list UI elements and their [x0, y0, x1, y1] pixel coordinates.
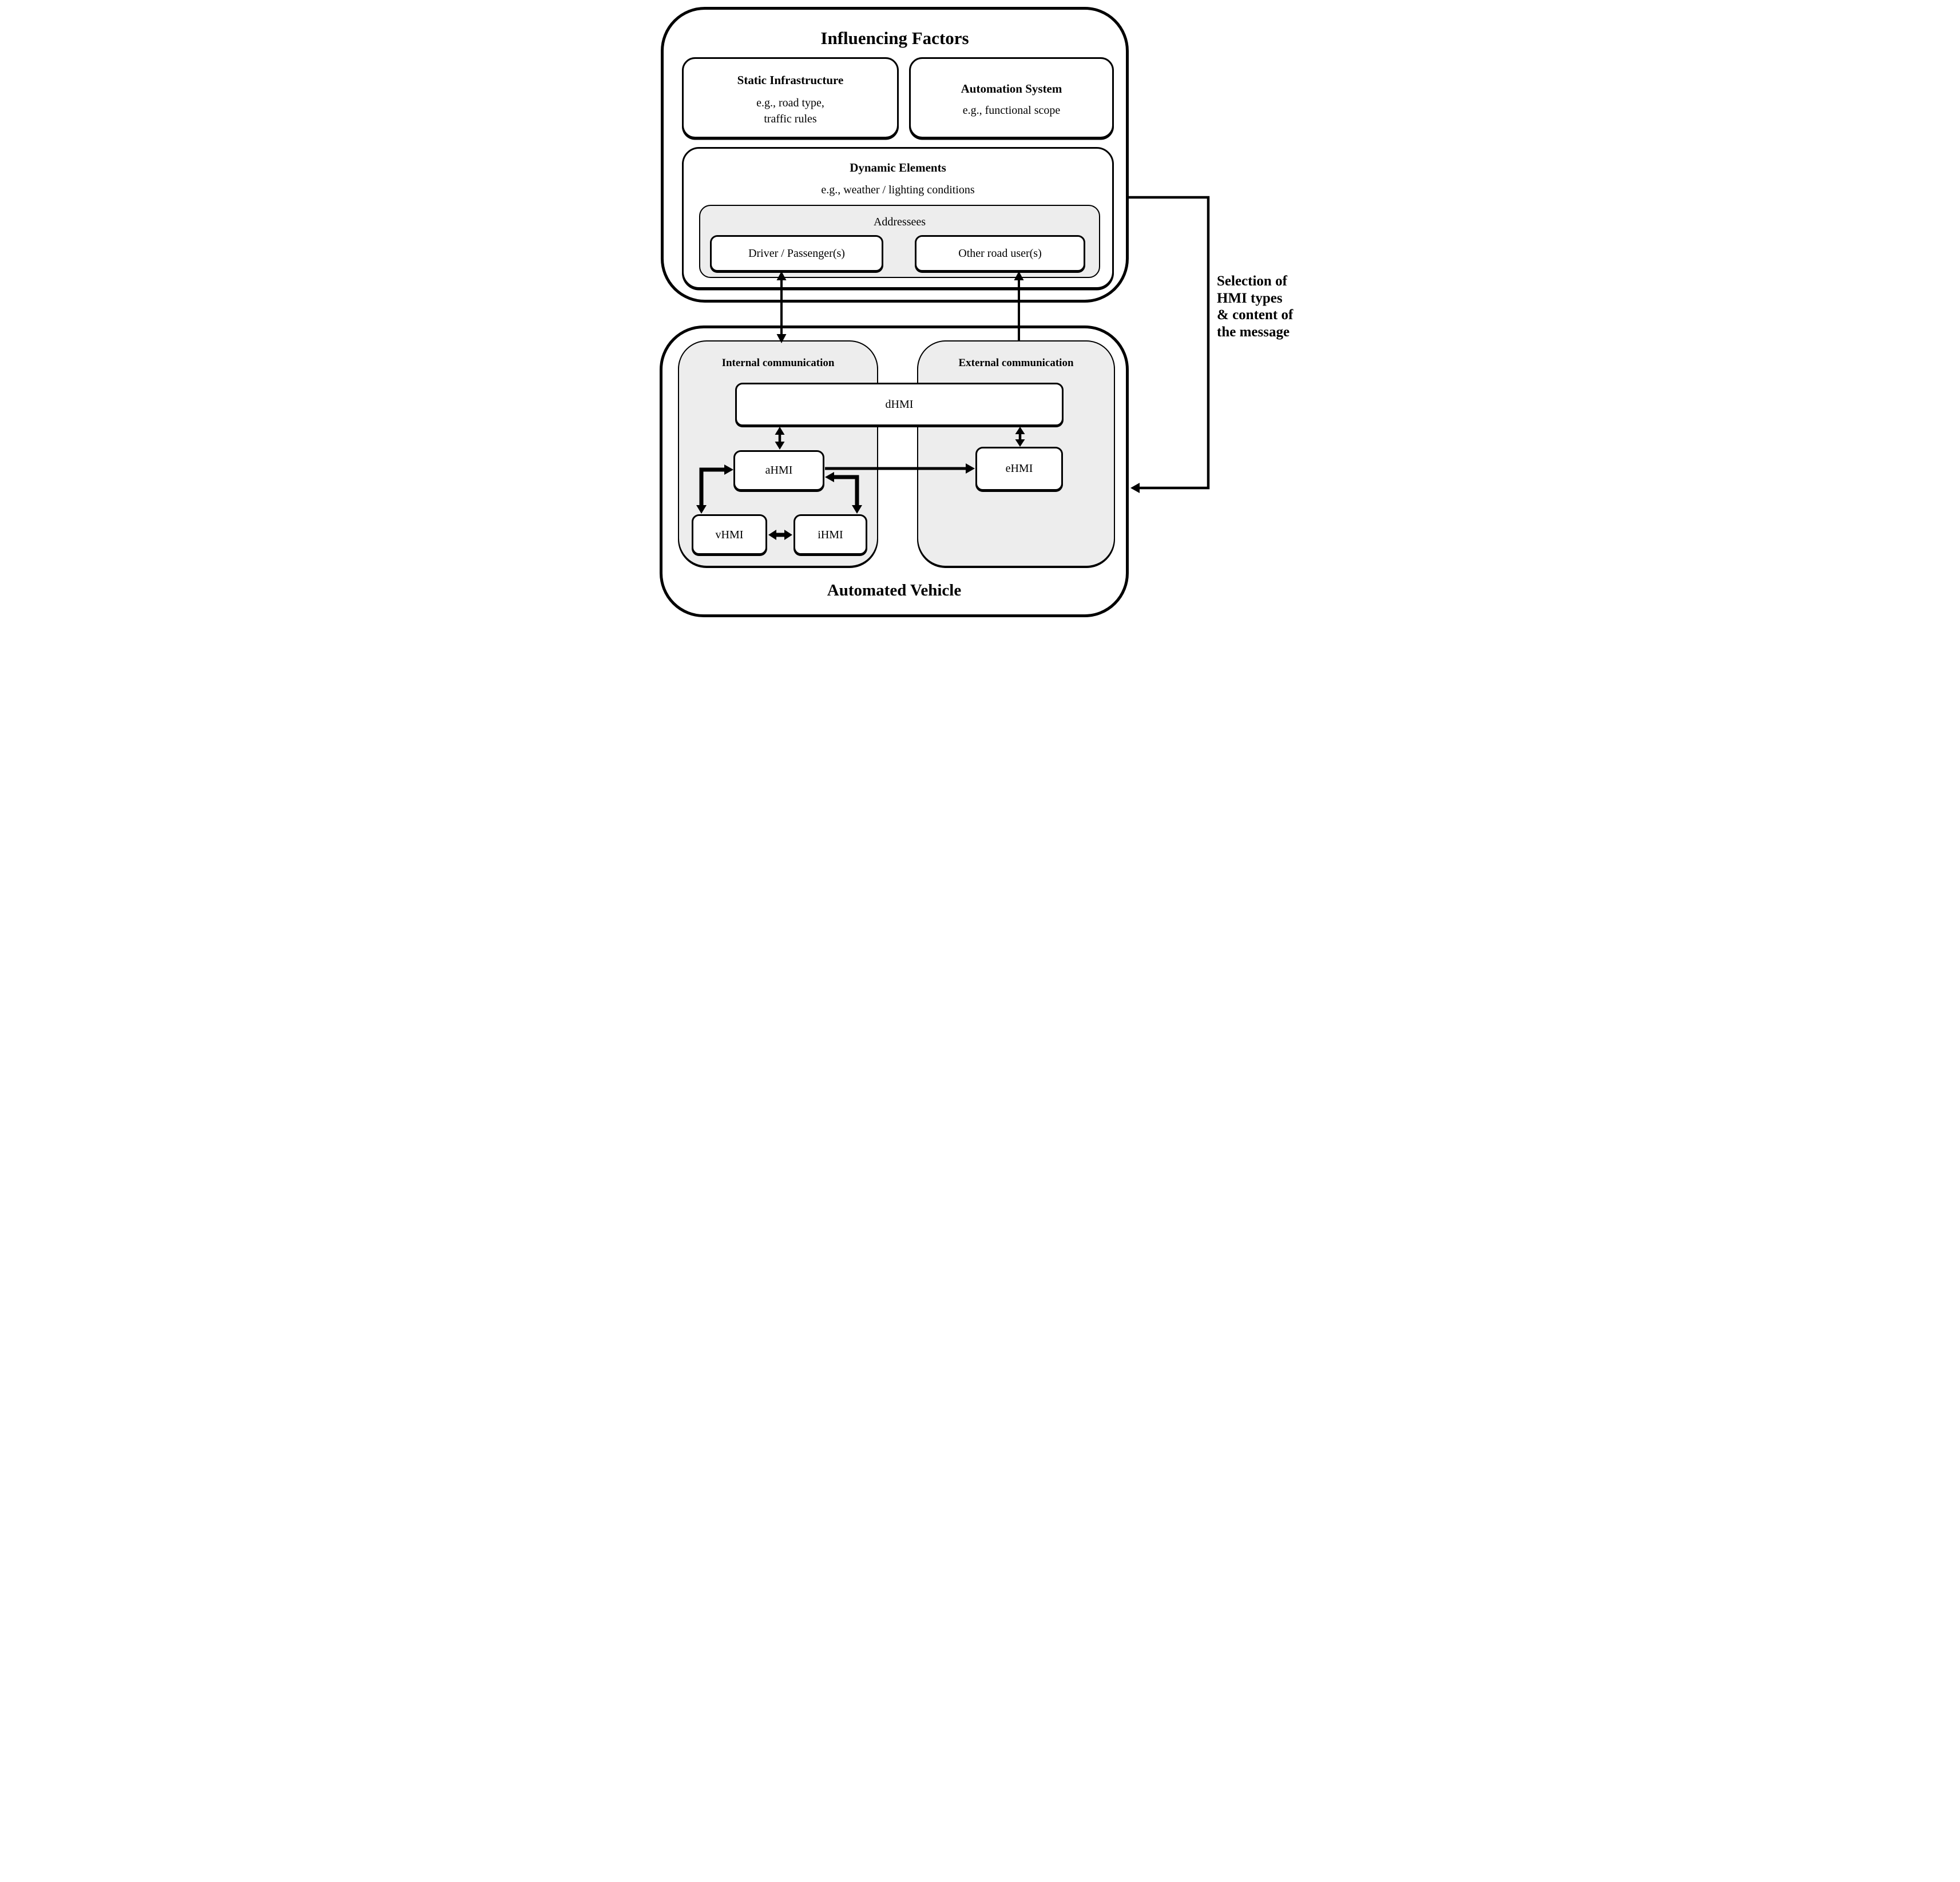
automation-system-box	[909, 57, 1114, 138]
automation-system-example-line1: e.g., functional scope	[962, 104, 1061, 117]
arrow-dhmi-ehmi	[1015, 427, 1025, 447]
external-communication-title: External communication	[958, 357, 1074, 369]
automated-vehicle-title: Automated Vehicle	[827, 581, 962, 599]
selection-note: Selection of HMI types & content of the …	[1217, 273, 1293, 340]
selection-note-line2: HMI types	[1217, 290, 1283, 306]
other-road-users-label: Other road user(s)	[958, 247, 1042, 260]
vhmi-label: vHMI	[715, 529, 744, 541]
arrow-driver-internal	[776, 271, 787, 343]
diagram-canvas: Influencing Factors Static Infrastructur…	[653, 0, 1307, 628]
dynamic-elements-example-line1: e.g., weather / lighting conditions	[821, 184, 975, 196]
arrow-external-other-road-user	[1014, 271, 1024, 342]
dynamic-elements-title: Dynamic Elements	[850, 161, 946, 174]
ahmi-label: aHMI	[765, 464, 793, 477]
automation-system-title: Automation System	[961, 82, 1062, 96]
other-road-users-box	[915, 235, 1085, 272]
arrows-overlay	[696, 196, 1210, 540]
selection-note-line1: Selection of	[1217, 273, 1287, 289]
arrow-ahmi-vhmi	[696, 464, 733, 514]
static-infrastructure-example-line2: traffic rules	[764, 113, 817, 125]
arrow-dhmi-ahmi	[775, 427, 785, 450]
dhmi-box	[735, 383, 1064, 426]
addressees-title: Addressees	[873, 216, 926, 228]
ahmi-box	[733, 450, 824, 491]
driver-passengers-label: Driver / Passenger(s)	[748, 247, 845, 260]
ehmi-box	[975, 447, 1063, 491]
driver-passengers-box	[710, 235, 883, 272]
arrow-ahmi-ehmi	[825, 463, 975, 474]
static-infrastructure-box	[682, 57, 899, 138]
ihmi-box	[793, 514, 867, 555]
internal-communication-title: Internal communication	[721, 357, 835, 369]
arrow-ahmi-ihmi	[825, 472, 862, 514]
ihmi-label: iHMI	[818, 529, 843, 541]
ehmi-label: eHMI	[1005, 462, 1033, 475]
arrow-vhmi-ihmi	[768, 530, 792, 540]
static-infrastructure-title: Static Infrastructure	[737, 73, 844, 87]
static-infrastructure-example-line1: e.g., road type,	[756, 97, 824, 109]
vhmi-box	[692, 514, 767, 555]
selection-note-line4: the message	[1217, 324, 1290, 340]
influencing-factors-title: Influencing Factors	[820, 28, 969, 48]
selection-note-line3: & content of	[1217, 307, 1294, 323]
arrow-selection-feedback	[1128, 196, 1210, 493]
dhmi-label: dHMI	[885, 398, 914, 411]
